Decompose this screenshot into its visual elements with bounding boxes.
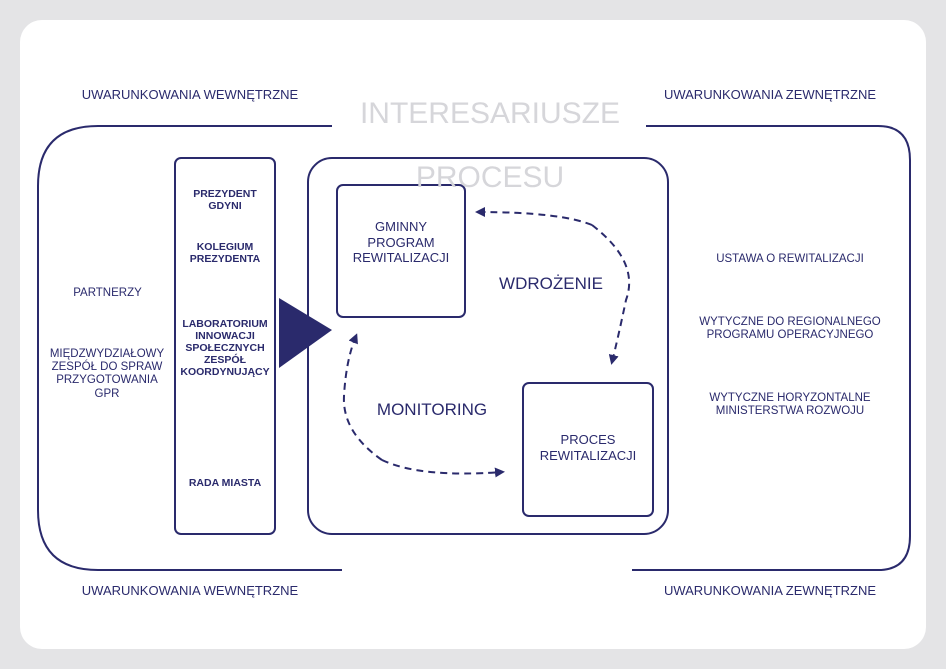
- stakeholder-college: KOLEGIUM PREZYDENTA: [189, 241, 261, 266]
- stakeholder-mayor: PREZYDENT GDYNI: [193, 188, 257, 213]
- process-container: [307, 157, 669, 535]
- right-horizontal-guidelines-label: WYTYCZNE HORYZONTALNE MINISTERSTWA ROZWO…: [709, 392, 871, 418]
- monitoring-label: MONITORING: [376, 400, 488, 419]
- right-act-label: USTAWA O REWITALIZACJI: [716, 253, 864, 265]
- process-box: [522, 382, 654, 517]
- diagram-title: INTERESARIUSZE PROCESU: [300, 66, 680, 226]
- team-label: MIĘDZWYDZIAŁOWY ZESPÓŁ DO SPRAW PRZYGOTO…: [49, 348, 165, 400]
- stakeholders-column: [174, 157, 276, 535]
- monitoring-arrow: [342, 333, 383, 461]
- right-regional-guidelines-label: WYTYCZNE DO REGIONALNEGO PROGRAMU OPERAC…: [699, 316, 881, 342]
- diagram-card: [20, 20, 926, 649]
- header-top-right: UWARUNKOWANIA ZEWNĘTRZNE: [663, 87, 877, 102]
- diagram-title-line2: PROCESU: [415, 161, 565, 194]
- program-box-label: GMINNY PROGRAM REWITALIZACJI: [352, 219, 450, 266]
- implementation-label: WDROŻENIE: [499, 274, 603, 293]
- monitoring-arrow-end: [381, 459, 505, 478]
- partners-label: PARTNERZY: [73, 287, 142, 299]
- header-bottom-right: UWARUNKOWANIA ZEWNĘTRZNE: [663, 583, 877, 598]
- stakeholder-laboratory: LABORATORIUM INNOWACJI SPOŁECZNYCH ZESPÓ…: [180, 318, 270, 379]
- program-box: [336, 184, 466, 318]
- header-top-left: UWARUNKOWANIA WEWNĘTRZNE: [81, 87, 299, 102]
- implementation-arrow-start: [475, 207, 593, 226]
- header-bottom-left: UWARUNKOWANIA WEWNĘTRZNE: [81, 583, 299, 598]
- implementation-arrow: [591, 224, 631, 365]
- influence-arrow-icon: [279, 298, 332, 368]
- process-box-label: PROCES REWITALIZACJI: [539, 432, 637, 463]
- frame-right-bracket: [632, 125, 911, 571]
- stakeholder-council: RADA MIASTA: [188, 477, 262, 489]
- frame-left-bracket: [37, 125, 342, 571]
- diagram-title-line1: INTERESARIUSZE: [359, 97, 621, 130]
